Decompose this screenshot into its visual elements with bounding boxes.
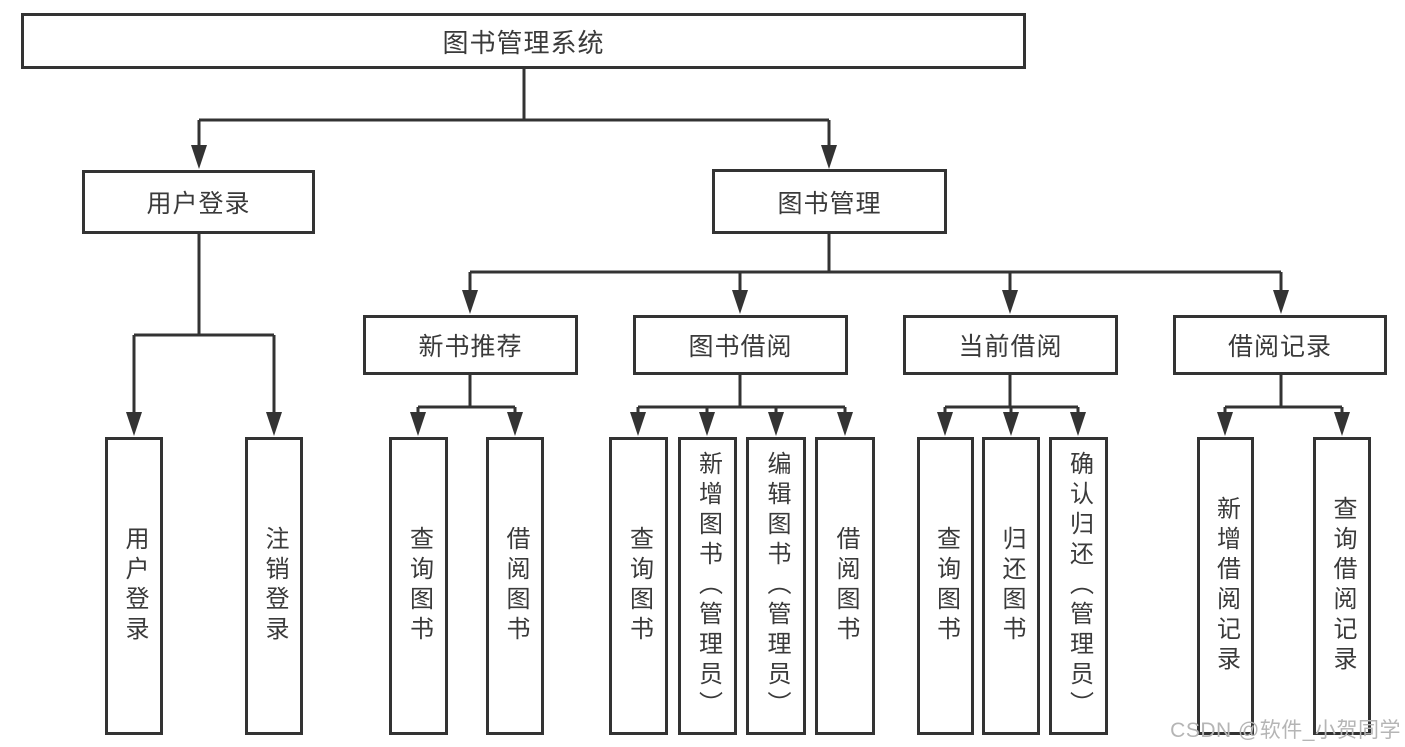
leaf-add-borrow-record: 新增借阅记录	[1197, 437, 1254, 735]
node-book-borrow: 图书借阅	[633, 315, 848, 375]
arrowhead-icon	[126, 145, 1350, 436]
node-current-borrow: 当前借阅	[903, 315, 1118, 375]
leaf-query-books-recommend: 查询图书	[389, 437, 448, 735]
csdn-watermark: CSDN @软件_小贺同学	[1170, 719, 1401, 742]
leaf-return-books: 归还图书	[982, 437, 1040, 735]
leaf-edit-books-admin: 编辑图书（管理员）	[746, 437, 806, 735]
leaf-query-borrow-record: 查询借阅记录	[1313, 437, 1371, 735]
tree-edges	[132, 69, 1344, 413]
leaf-borrow-books-recommend: 借阅图书	[486, 437, 544, 735]
node-user-login: 用户登录	[82, 170, 315, 234]
leaf-query-books-borrow: 查询图书	[609, 437, 668, 735]
leaf-query-books-current: 查询图书	[917, 437, 974, 735]
leaf-borrow-books: 借阅图书	[815, 437, 875, 735]
leaf-add-books-admin: 新增图书（管理员）	[678, 437, 737, 735]
leaf-user-login: 用户登录	[105, 437, 163, 735]
node-borrow-records: 借阅记录	[1173, 315, 1387, 375]
node-book-management: 图书管理	[712, 169, 947, 234]
leaf-logout: 注销登录	[245, 437, 303, 735]
leaf-confirm-return-admin: 确认归还（管理员）	[1049, 437, 1108, 735]
node-root-system: 图书管理系统	[21, 13, 1026, 69]
node-new-book-recommend: 新书推荐	[363, 315, 578, 375]
